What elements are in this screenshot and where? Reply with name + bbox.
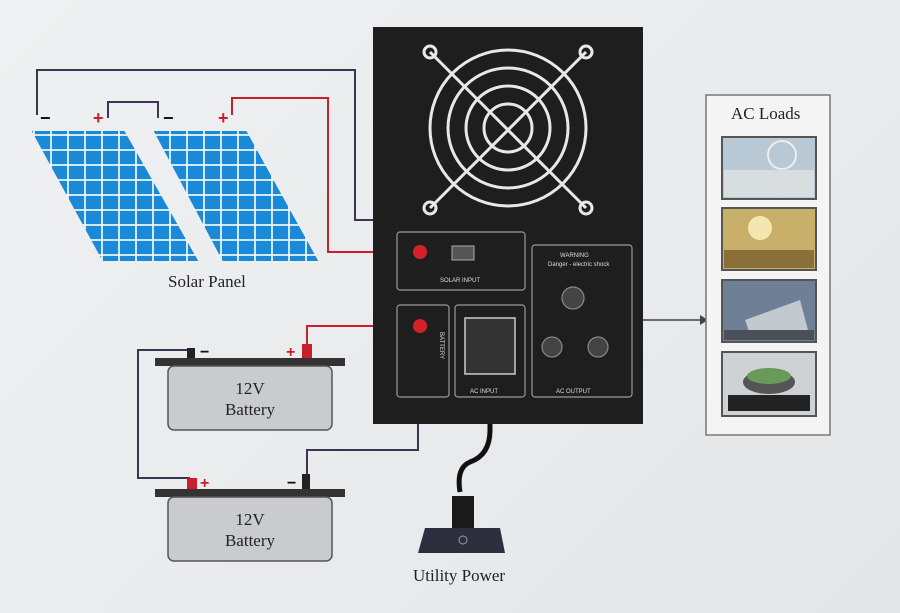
solar-input-terminal bbox=[413, 245, 427, 259]
ac-input-label: AC INPUT bbox=[470, 389, 498, 395]
battery-negative-wire bbox=[306, 420, 419, 478]
ac-output-label: AC OUTPUT bbox=[556, 389, 591, 395]
battery-bottom-voltage: 12V bbox=[235, 510, 265, 529]
wiring bbox=[36, 69, 708, 493]
warning-sub-label: Danger - electric shock bbox=[548, 262, 610, 268]
ac-outlet-right bbox=[587, 336, 609, 358]
battery-bottom-minus: − bbox=[287, 475, 296, 492]
solar-panel-left bbox=[28, 129, 202, 263]
solar-negative-wire bbox=[36, 69, 375, 221]
ac-loads-label: AC Loads bbox=[731, 104, 801, 123]
ac-outlet-left bbox=[541, 336, 563, 358]
load-cooker-image bbox=[721, 351, 817, 417]
battery-top bbox=[155, 344, 345, 431]
load-fan-image bbox=[721, 136, 817, 200]
inverter: SOLAR INPUT BATTERY AC INPUT WARNING Dan… bbox=[373, 27, 643, 424]
solar-input-label: SOLAR INPUT bbox=[440, 278, 480, 284]
battery-bottom-plus: + bbox=[200, 475, 209, 492]
battery-top-label: 12V Battery bbox=[168, 378, 332, 420]
battery-top-voltage: 12V bbox=[235, 379, 265, 398]
ac-input-box bbox=[454, 304, 526, 398]
battery-series-wire bbox=[137, 349, 190, 479]
utility-power-label: Utility Power bbox=[413, 566, 506, 585]
utility-plug bbox=[418, 496, 505, 553]
ac-loads-frame bbox=[705, 94, 831, 436]
battery-top-minus: − bbox=[200, 344, 209, 361]
ac-output-arrowhead bbox=[700, 315, 708, 325]
solar-input-icon bbox=[451, 245, 475, 261]
battery-top-plus: + bbox=[286, 344, 295, 361]
battery-bottom-label: 12V Battery bbox=[168, 509, 332, 551]
solar-panel-label: Solar Panel bbox=[168, 272, 246, 291]
ac-input-socket bbox=[464, 317, 516, 375]
battery-bottom bbox=[155, 474, 345, 562]
panel-right-minus: − bbox=[163, 108, 174, 128]
battery-box-label: BATTERY bbox=[438, 332, 444, 359]
warning-label: WARNING bbox=[560, 253, 589, 259]
fan-grill bbox=[422, 44, 594, 216]
battery-box bbox=[396, 304, 450, 398]
utility-cable bbox=[456, 345, 493, 493]
battery-top-name: Battery bbox=[224, 400, 276, 419]
panel-right-plus: + bbox=[218, 108, 229, 128]
panel-left-plus: + bbox=[93, 108, 104, 128]
ac-outlet-top bbox=[561, 286, 585, 310]
panel-left-minus: − bbox=[40, 108, 51, 128]
battery-bottom-name: Battery bbox=[224, 531, 276, 550]
battery-terminal bbox=[413, 319, 427, 333]
solar-input-box bbox=[396, 231, 526, 291]
solar-panel-right bbox=[150, 129, 322, 263]
load-lamp-image bbox=[721, 207, 817, 271]
solar-positive-wire bbox=[231, 97, 418, 253]
load-laptop-image bbox=[721, 279, 817, 343]
panel-series-wire bbox=[107, 101, 159, 118]
ac-output-box bbox=[531, 244, 633, 398]
